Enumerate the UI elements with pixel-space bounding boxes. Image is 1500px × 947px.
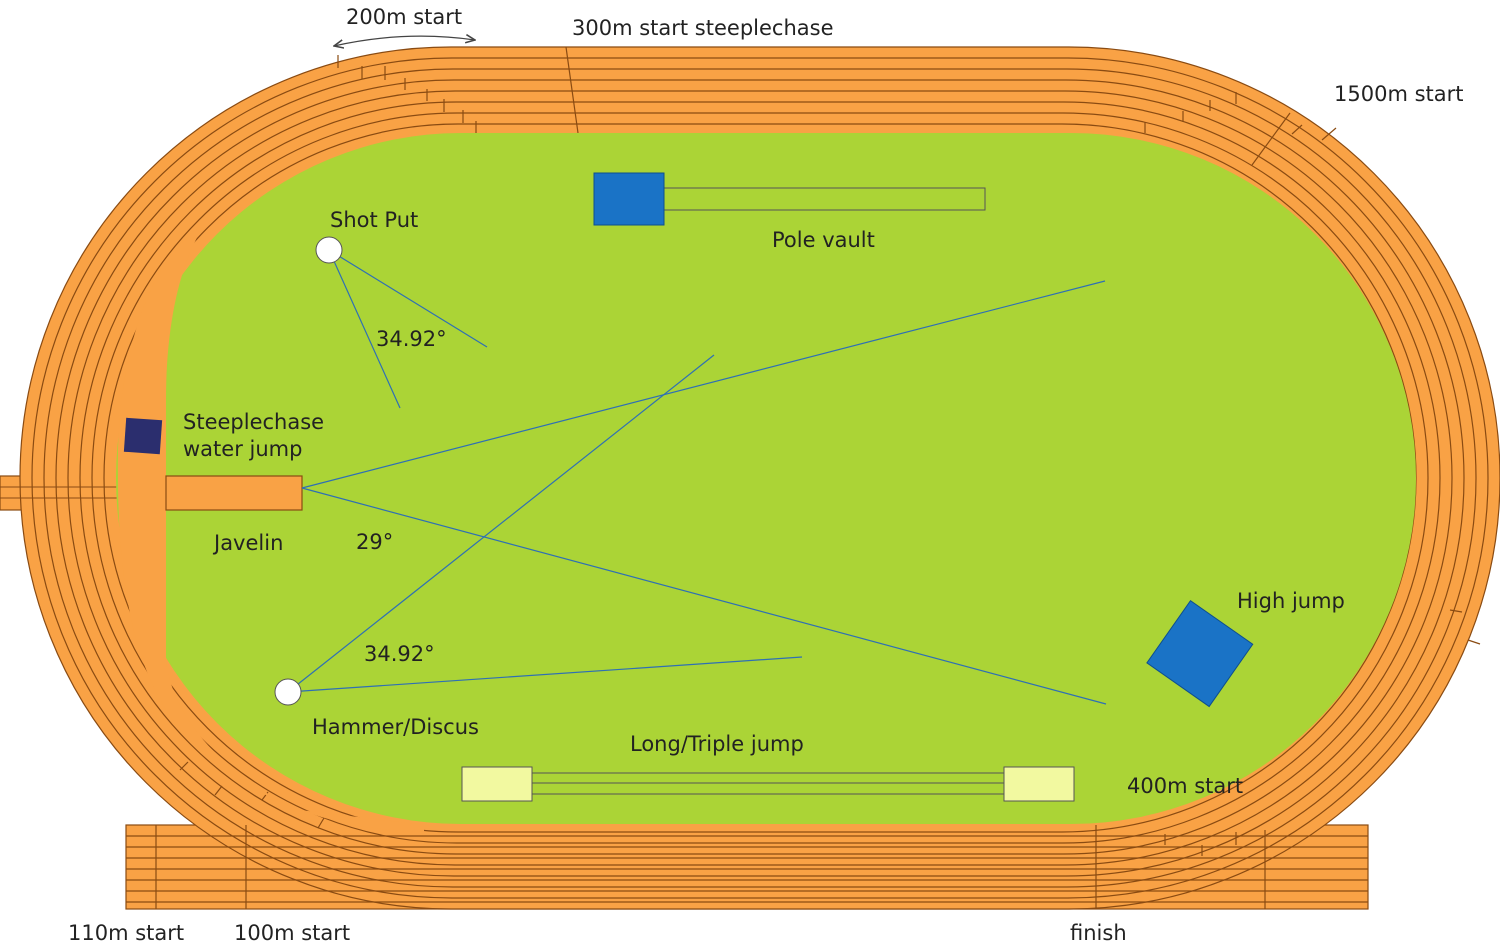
label-hammer-discus: Hammer/Discus <box>312 715 479 739</box>
javelin-runway-lines <box>0 486 118 499</box>
label-400m-start: 400m start <box>1127 774 1243 798</box>
infield <box>116 133 1416 824</box>
straight-lane-lines <box>126 825 1368 909</box>
label-high-jump: High jump <box>1237 589 1345 613</box>
pole-vault-pit <box>593 172 665 226</box>
label-finish: finish <box>1070 921 1127 945</box>
long-jump-pit-right <box>1003 766 1075 802</box>
label-javelin: Javelin <box>212 531 283 555</box>
javelin-sector-line-2 <box>301 487 1107 705</box>
label-long-triple-jump: Long/Triple jump <box>630 732 804 756</box>
javelin-runway <box>165 475 303 511</box>
label-angle-shot-put: 34.92° <box>376 327 447 351</box>
lane-lines <box>19 46 1500 910</box>
label-110m-start: 110m start <box>68 921 184 945</box>
high-jump-mat <box>1146 599 1254 708</box>
long-jump-pit-left <box>461 766 533 802</box>
label-angle-hammer: 34.92° <box>364 642 435 666</box>
label-water-jump: water jump <box>183 437 302 461</box>
shot-put-circle <box>315 236 343 264</box>
staggered-start-marks <box>179 46 1481 856</box>
label-angle-javelin: 29° <box>356 530 393 554</box>
label-shot-put: Shot Put <box>330 208 418 232</box>
shot-put-sector-line-1 <box>328 249 488 348</box>
sector-lines <box>287 249 1107 705</box>
water-jump-icon <box>123 417 163 455</box>
hammer-sector-line-2 <box>287 656 803 693</box>
label-1500m-start: 1500m start <box>1334 82 1464 106</box>
hammer-discus-circle <box>274 678 302 706</box>
label-200m-start: 200m start <box>346 5 462 29</box>
label-300m-start-steeplechase: 300m start steeplechase <box>572 16 834 40</box>
label-pole-vault: Pole vault <box>772 228 875 252</box>
javelin-sector-line-1 <box>301 280 1106 489</box>
hammer-sector-line-1 <box>287 354 715 693</box>
start-200m-arrow <box>334 36 475 46</box>
label-100m-start: 100m start <box>234 921 350 945</box>
shot-put-sector-line-2 <box>328 249 401 409</box>
pole-vault-runway <box>659 187 986 211</box>
label-steeplechase: Steeplechase <box>183 410 324 434</box>
